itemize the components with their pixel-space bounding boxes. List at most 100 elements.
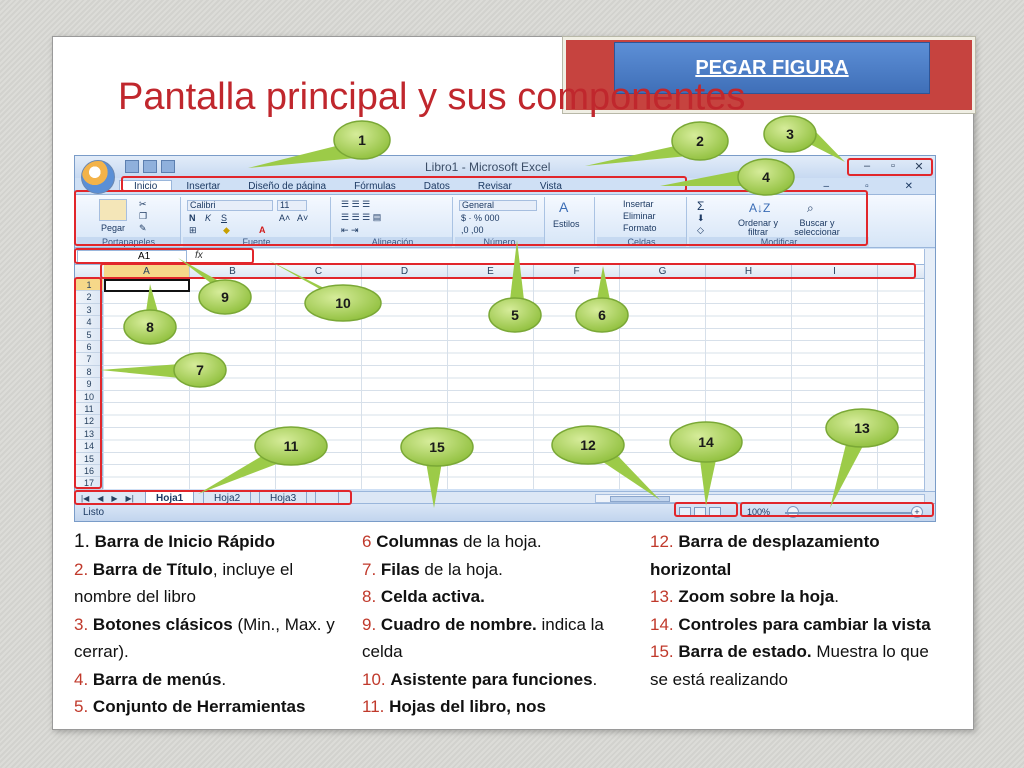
- font-name-select[interactable]: Calibri: [187, 200, 273, 211]
- align-left-icon[interactable]: ☰ ☰ ☰ ▤: [341, 212, 382, 222]
- row-header[interactable]: 15: [75, 453, 103, 465]
- bold-icon[interactable]: N: [189, 213, 196, 223]
- save-icon[interactable]: [125, 160, 139, 173]
- row-header[interactable]: 17: [75, 477, 103, 490]
- font-color-icon[interactable]: A: [259, 225, 266, 235]
- last-sheet-icon[interactable]: ▶|: [125, 494, 134, 503]
- zoom-level[interactable]: 100%: [747, 507, 771, 517]
- highlight-window-buttons: [847, 158, 933, 176]
- row-header[interactable]: 14: [75, 440, 103, 453]
- window-buttons: – ▫ ✕: [855, 158, 931, 174]
- align-top-icon[interactable]: ☰ ☰ ☰: [341, 199, 371, 209]
- column-header[interactable]: D: [362, 265, 448, 279]
- row-header[interactable]: 16: [75, 465, 103, 478]
- wb-restore-icon[interactable]: ▫: [865, 180, 869, 192]
- tab-insertar[interactable]: Insertar: [186, 180, 221, 192]
- underline-icon[interactable]: S: [221, 213, 228, 223]
- tab-datos[interactable]: Datos: [423, 180, 450, 192]
- row-header[interactable]: 3: [75, 304, 103, 317]
- binoculars-icon: ⌕: [807, 201, 814, 215]
- redo-icon[interactable]: [161, 160, 175, 173]
- borders-icon[interactable]: ⊞: [189, 225, 197, 235]
- status-text: Listo: [83, 507, 105, 518]
- row-header[interactable]: 5: [75, 329, 103, 341]
- styles-icon[interactable]: A: [559, 199, 569, 215]
- menu-bar: Inicio Insertar Diseño de página Fórmula…: [119, 178, 935, 194]
- legend-item-15: 15. Barra de estado. Muestra lo que se e…: [650, 642, 929, 689]
- column-header[interactable]: H: [706, 265, 792, 279]
- tab-inicio[interactable]: Inicio: [119, 180, 173, 192]
- number-format-select[interactable]: General: [459, 200, 537, 211]
- column-header[interactable]: I: [792, 265, 878, 279]
- font-size-select[interactable]: 11: [277, 200, 307, 211]
- ribbon: Pegar ✂ ❐ ✎ Portapapeles Calibri 11 N K …: [75, 194, 935, 248]
- row-header[interactable]: 2: [75, 291, 103, 304]
- undo-icon[interactable]: [143, 160, 157, 173]
- column-header[interactable]: G: [620, 265, 706, 279]
- active-cell[interactable]: [104, 279, 190, 292]
- tab-revisar[interactable]: Revisar: [477, 180, 512, 192]
- eliminar-button[interactable]: Eliminar: [623, 211, 656, 221]
- legend-item-10: 10. Asistente para funciones.: [362, 669, 598, 689]
- header-tab-frame: PEGAR FIGURA: [562, 36, 976, 114]
- cut-icon[interactable]: ✂: [139, 199, 147, 209]
- scroll-thumb[interactable]: [610, 496, 670, 502]
- row-header[interactable]: 6: [75, 341, 103, 354]
- row-header[interactable]: 4: [75, 316, 103, 329]
- highlight-view-controls: [674, 502, 738, 517]
- maximize-button[interactable]: ▫: [891, 160, 895, 172]
- row-header[interactable]: 10: [75, 391, 103, 403]
- next-sheet-icon[interactable]: ▶: [111, 494, 118, 503]
- window-title: Libro1 - Microsoft Excel: [425, 160, 551, 174]
- formato-button[interactable]: Formato: [623, 223, 657, 233]
- row-header[interactable]: 9: [75, 378, 103, 391]
- highlight-sheet-tabs: [74, 490, 352, 505]
- row-header[interactable]: 11: [75, 403, 103, 416]
- paste-icon[interactable]: [99, 199, 127, 221]
- tab-vista[interactable]: Vista: [539, 180, 562, 192]
- row-header[interactable]: 12: [75, 415, 103, 428]
- indent-icon[interactable]: ⇤ ⇥: [341, 225, 359, 235]
- highlight-name-box: [74, 248, 254, 264]
- title-bar: Libro1 - Microsoft Excel – ▫ ✕: [75, 156, 935, 178]
- fill-icon[interactable]: ⬇: [697, 213, 705, 223]
- row-header[interactable]: 8: [75, 366, 103, 379]
- quick-access-toolbar[interactable]: [125, 160, 175, 173]
- pegar-label[interactable]: Pegar: [101, 223, 126, 233]
- copy-icon[interactable]: ❐: [139, 211, 148, 221]
- first-sheet-icon[interactable]: |◀: [81, 494, 90, 503]
- zoom-slider[interactable]: [785, 512, 915, 514]
- sum-icon[interactable]: Σ: [697, 199, 705, 213]
- currency-icon[interactable]: $ · % 000: [461, 213, 500, 223]
- format-painter-icon[interactable]: ✎: [139, 223, 147, 233]
- decimals-icon[interactable]: ,0 ,00: [461, 225, 484, 235]
- tab-diseno-pagina[interactable]: Diseño de página: [248, 180, 327, 192]
- column-header[interactable]: E: [448, 265, 534, 279]
- close-button[interactable]: ✕: [914, 160, 924, 173]
- office-button-icon[interactable]: [81, 160, 115, 194]
- pegar-figura-button[interactable]: PEGAR FIGURA: [614, 42, 930, 94]
- tab-formulas[interactable]: Fórmulas: [354, 180, 396, 192]
- column-header[interactable]: F: [534, 265, 620, 279]
- fill-color-icon[interactable]: ◆: [223, 225, 230, 235]
- wb-close-icon[interactable]: ✕: [904, 180, 913, 192]
- group-estilos: A Estilos: [547, 197, 595, 245]
- ordenar-filtrar-button[interactable]: Ordenar y filtrar: [737, 218, 779, 237]
- cell-grid[interactable]: [104, 279, 926, 489]
- buscar-seleccionar-button[interactable]: Buscar y seleccionar: [794, 218, 840, 237]
- insertar-button[interactable]: Insertar: [623, 199, 654, 209]
- vertical-scrollbar[interactable]: [924, 249, 935, 491]
- estilos-button[interactable]: Estilos: [553, 219, 580, 229]
- legend-item-12: 12. Barra de desplazamiento horizontal: [650, 532, 880, 579]
- grow-font-icon[interactable]: A˄: [279, 213, 291, 223]
- function-wizard-button[interactable]: fx: [195, 250, 203, 261]
- row-header[interactable]: 7: [75, 353, 103, 366]
- shrink-font-icon[interactable]: A˅: [297, 213, 309, 223]
- row-header[interactable]: 1: [75, 279, 103, 292]
- prev-sheet-icon[interactable]: ◀: [97, 494, 104, 503]
- minimize-button[interactable]: –: [863, 160, 871, 172]
- row-header[interactable]: 13: [75, 428, 103, 441]
- wb-minimize-icon[interactable]: –: [823, 180, 830, 192]
- italic-icon[interactable]: K: [205, 213, 212, 223]
- clear-icon[interactable]: ◇: [697, 225, 704, 235]
